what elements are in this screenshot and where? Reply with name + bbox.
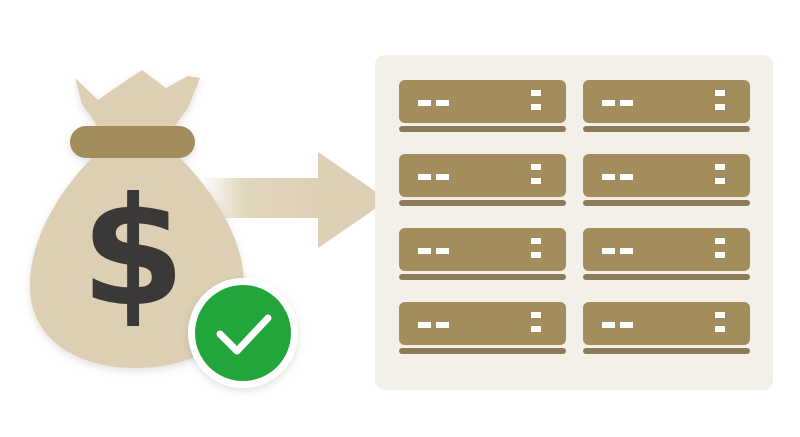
- drive-slot: [418, 322, 431, 328]
- drive-slot: [602, 100, 615, 106]
- server-base: [399, 200, 566, 206]
- server-base: [583, 274, 750, 280]
- status-light: [715, 312, 725, 318]
- status-light: [531, 312, 541, 318]
- status-light: [531, 90, 541, 96]
- server-base: [399, 126, 566, 132]
- server-unit: [399, 228, 566, 281]
- status-light: [531, 238, 541, 244]
- drive-slot: [620, 100, 633, 106]
- drive-slot: [418, 248, 431, 254]
- server-body: [399, 80, 566, 123]
- server-body: [583, 228, 750, 271]
- drive-slot: [436, 174, 449, 180]
- status-light: [715, 178, 725, 184]
- checkmark-icon: [188, 278, 298, 388]
- status-light: [715, 238, 725, 244]
- drive-slot: [436, 322, 449, 328]
- server-grid: [375, 55, 773, 390]
- server-body: [583, 154, 750, 197]
- drive-slot: [620, 174, 633, 180]
- server-unit: [399, 154, 566, 207]
- drive-slot: [602, 248, 615, 254]
- drive-slot: [602, 322, 615, 328]
- drive-slot: [620, 248, 633, 254]
- status-light: [531, 164, 541, 170]
- server-base: [399, 348, 566, 354]
- drive-slot: [436, 248, 449, 254]
- server-unit: [583, 302, 750, 355]
- status-light: [531, 178, 541, 184]
- server-base: [583, 348, 750, 354]
- status-light: [531, 326, 541, 332]
- server-base: [583, 200, 750, 206]
- drive-slot: [602, 174, 615, 180]
- status-light: [715, 164, 725, 170]
- server-body: [399, 154, 566, 197]
- status-light: [531, 104, 541, 110]
- dollar-symbol: $: [80, 166, 186, 340]
- server-body: [583, 302, 750, 345]
- drive-slot: [436, 100, 449, 106]
- server-body: [583, 80, 750, 123]
- server-unit: [583, 228, 750, 281]
- status-light: [715, 326, 725, 332]
- server-body: [399, 228, 566, 271]
- status-light: [715, 90, 725, 96]
- server-unit: [583, 154, 750, 207]
- server-unit: [399, 80, 566, 133]
- status-light: [715, 104, 725, 110]
- money-bag-icon: [29, 70, 245, 368]
- server-rack-icon: [375, 55, 773, 390]
- server-unit: [399, 302, 566, 355]
- server-base: [399, 274, 566, 280]
- status-light: [531, 252, 541, 258]
- drive-slot: [418, 174, 431, 180]
- server-unit: [583, 80, 750, 133]
- status-light: [715, 252, 725, 258]
- server-base: [583, 126, 750, 132]
- drive-slot: [418, 100, 431, 106]
- server-body: [399, 302, 566, 345]
- drive-slot: [620, 322, 633, 328]
